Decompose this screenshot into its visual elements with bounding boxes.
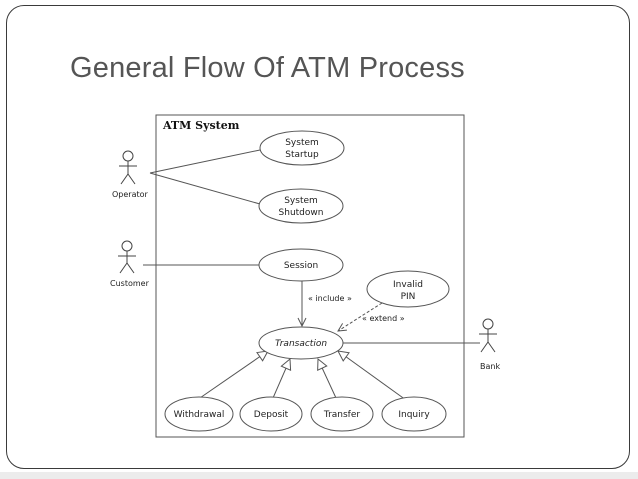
use-case-deposit: Deposit (239, 396, 303, 432)
system-shutdown-line-1: System (284, 196, 318, 206)
deposit-label: Deposit (254, 410, 289, 420)
operator-startup-line (149, 149, 261, 174)
bank-actor (479, 318, 497, 353)
deposit-generalization (272, 359, 290, 399)
customer-label: Customer (110, 279, 150, 288)
extend-arrow (338, 302, 383, 331)
inquiry-generalization (338, 351, 407, 401)
use-case-system-shutdown: System Shutdown (258, 188, 344, 224)
system-startup-line-2: Startup (285, 150, 319, 160)
extend-label: « extend » (362, 314, 405, 323)
invalid-pin-line-2: PIN (401, 292, 416, 302)
inquiry-label: Inquiry (398, 410, 430, 420)
slide-title: General Flow Of ATM Process (70, 52, 465, 84)
bottom-bar (0, 472, 638, 479)
use-case-system-startup: System Startup (259, 130, 345, 166)
use-case-withdrawal: Withdrawal (164, 396, 234, 432)
transaction-label: Transaction (275, 339, 327, 349)
customer-actor (118, 240, 136, 274)
system-boundary (155, 114, 465, 438)
transfer-generalization (318, 359, 337, 399)
invalid-pin-line-1: Invalid (393, 280, 423, 290)
withdrawal-label: Withdrawal (174, 410, 225, 420)
use-case-transfer: Transfer (310, 396, 374, 432)
system-shutdown-line-2: Shutdown (279, 208, 324, 218)
include-label: « include » (308, 294, 352, 303)
use-case-transaction: Transaction (258, 326, 344, 360)
use-case-session: Session (258, 248, 344, 282)
associations (143, 149, 480, 344)
session-label: Session (284, 261, 318, 271)
slide-frame (6, 5, 630, 469)
withdrawal-generalization (196, 351, 268, 401)
transfer-label: Transfer (323, 410, 360, 420)
bank-label: Bank (480, 362, 500, 371)
use-case-invalid-pin: Invalid PIN (366, 270, 450, 308)
system-startup-line-1: System (285, 138, 319, 148)
operator-label: Operator (112, 190, 149, 199)
generalizations (196, 351, 407, 401)
use-case-inquiry: Inquiry (381, 396, 447, 432)
system-label: ATM System (162, 119, 240, 132)
operator-actor (119, 150, 137, 185)
operator-shutdown-line (149, 172, 261, 205)
